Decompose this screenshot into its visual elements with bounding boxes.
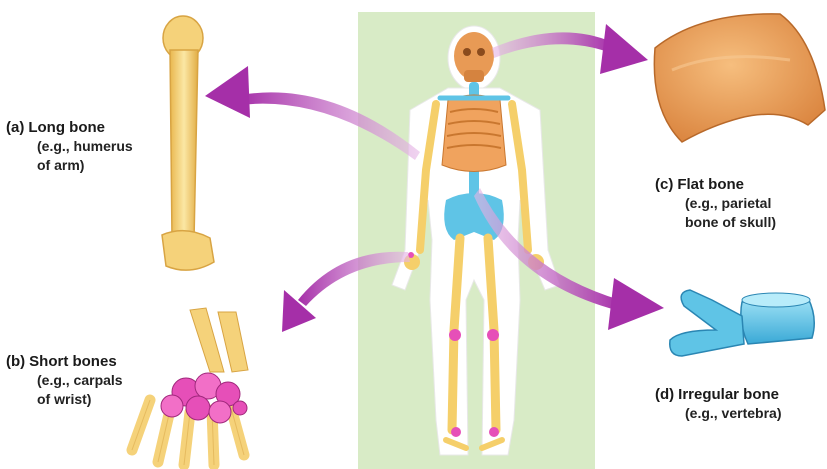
- short-bones-example-line1: (e.g., carpals: [6, 371, 123, 390]
- long-bone-example-line2: of arm): [6, 156, 133, 175]
- irregular-bone-label: (d)Irregular bone (e.g., vertebra): [655, 385, 781, 423]
- flat-bone-letter: (c): [655, 176, 673, 193]
- flat-bone-label: (c)Flat bone (e.g., parietal bone of sku…: [655, 175, 776, 232]
- long-bone-label: (a)Long bone (e.g., humerus of arm): [6, 118, 133, 175]
- flat-bone-example-line1: (e.g., parietal: [655, 194, 776, 213]
- flat-bone-example-line2: bone of skull): [655, 213, 776, 232]
- short-bones-carpals: [132, 308, 248, 465]
- irregular-bone-letter: (d): [655, 386, 674, 403]
- long-bone-humerus: [162, 16, 214, 270]
- long-bone-example-line1: (e.g., humerus: [6, 137, 133, 156]
- long-bone-name: Long bone: [28, 119, 105, 136]
- irregular-bone-example-line1: (e.g., vertebra): [655, 404, 781, 423]
- short-bones-letter: (b): [6, 353, 25, 370]
- short-bones-name: Short bones: [29, 353, 117, 370]
- short-bones-example-line2: of wrist): [6, 390, 123, 409]
- irregular-bone-name: Irregular bone: [678, 386, 779, 403]
- flat-bone-name: Flat bone: [677, 176, 744, 193]
- flat-bone-parietal: [654, 14, 825, 142]
- short-bones-label: (b)Short bones (e.g., carpals of wrist): [6, 352, 123, 409]
- long-bone-letter: (a): [6, 119, 24, 136]
- irregular-bone-vertebra: [670, 290, 815, 356]
